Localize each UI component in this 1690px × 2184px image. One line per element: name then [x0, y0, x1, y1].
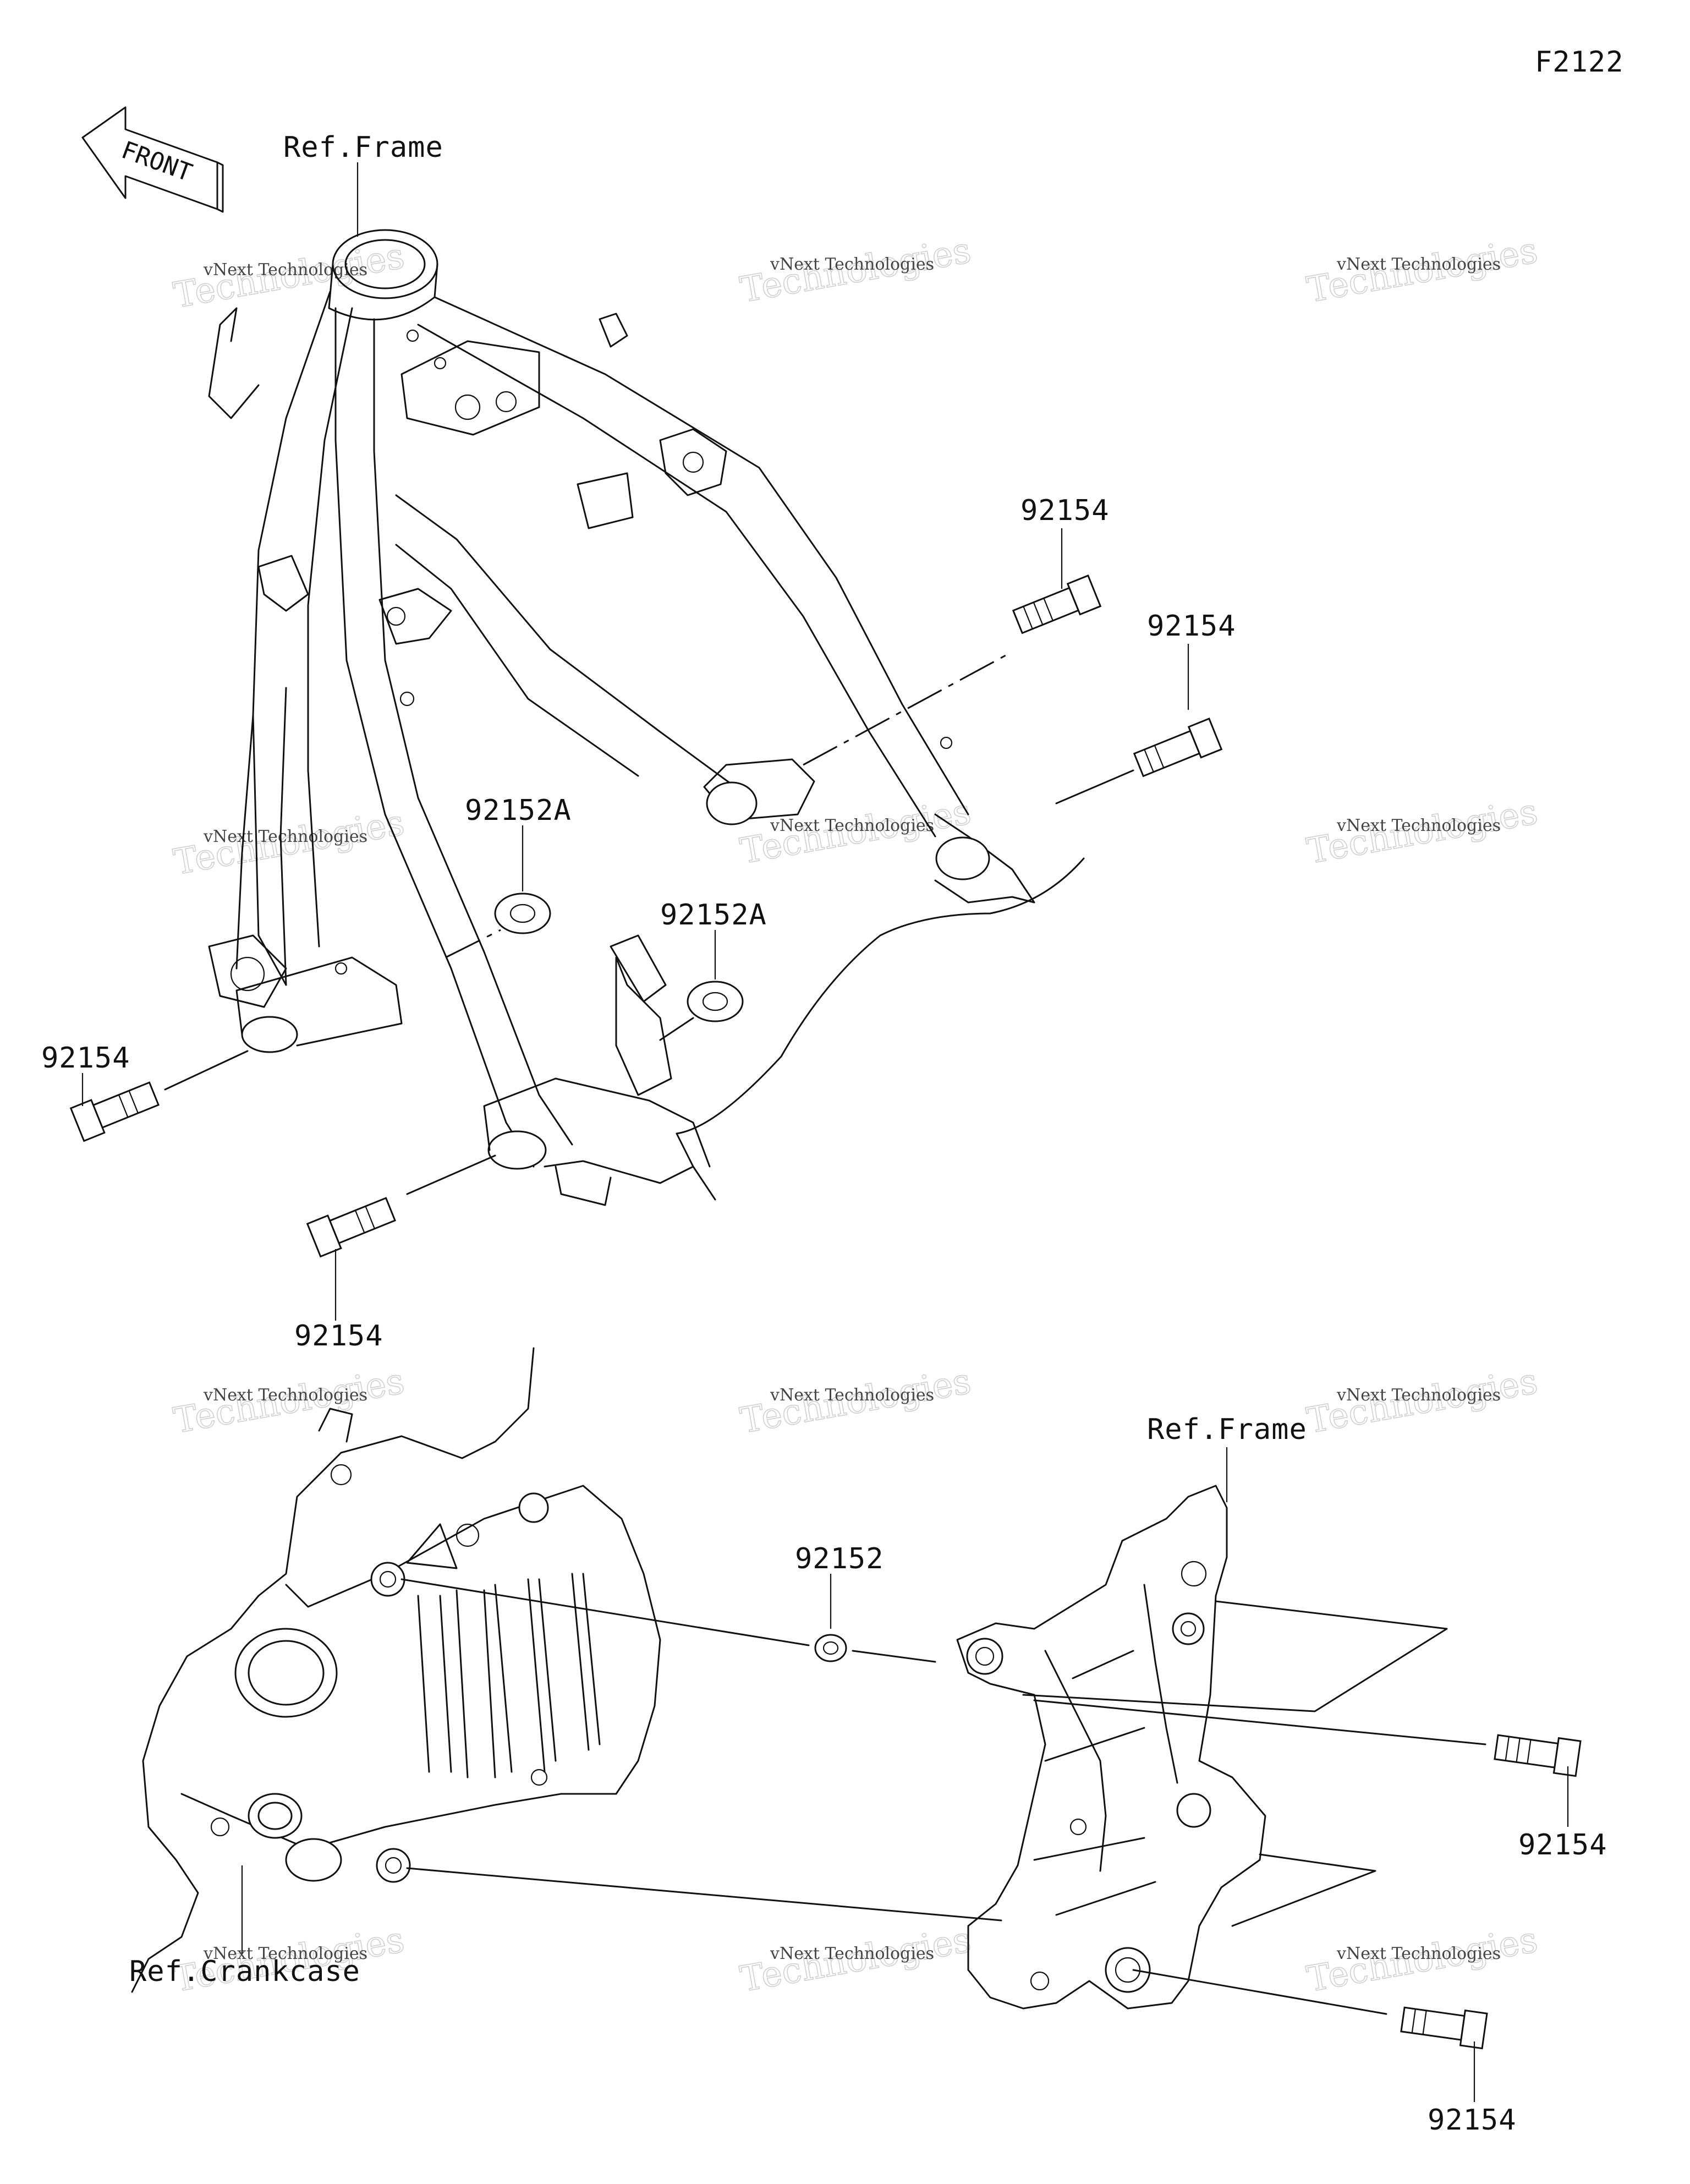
part-number-label: 92154: [1147, 610, 1236, 643]
bolt-icon: [1400, 2006, 1488, 2050]
watermark-small: vNext Technologies: [1336, 1386, 1501, 1405]
frame-drawing: [208, 229, 1085, 1206]
part-number-label: 92152A: [660, 899, 767, 932]
bolt-icon: [1133, 718, 1223, 778]
ref-crankcase-label: Ref.Crankcase: [129, 1955, 360, 1988]
frame-fasteners: [69, 528, 1223, 1321]
watermark-small: vNext Technologies: [203, 827, 367, 846]
watermark-small: vNext Technologies: [203, 260, 367, 280]
front-arrow-label: FRONT: [118, 136, 196, 187]
bolt-icon: [306, 1197, 396, 1258]
watermark-small: vNext Technologies: [770, 1386, 934, 1405]
front-arrow-icon: FRONT: [81, 106, 224, 213]
watermark-small: vNext Technologies: [770, 816, 934, 835]
bolt-icon: [69, 1081, 160, 1142]
watermark-small: vNext Technologies: [770, 1944, 934, 1963]
watermark-small: vNext Technologies: [203, 1386, 367, 1405]
bolt-icon: [1012, 574, 1102, 634]
part-number-label: 92152A: [465, 794, 572, 827]
ref-frame-bottom-label: Ref.Frame: [1147, 1413, 1307, 1446]
watermark-small: vNext Technologies: [1336, 1944, 1501, 1963]
ref-frame-top-label: Ref.Frame: [283, 131, 443, 164]
watermark-small: vNext Technologies: [1336, 255, 1501, 274]
spacer-icon: [494, 893, 551, 934]
part-number-label: 92154: [1428, 2104, 1517, 2137]
part-number-label: 92154: [1020, 494, 1110, 527]
part-number-label: 92154: [41, 1042, 130, 1075]
engine-bracket-drawing: [956, 1485, 1266, 2010]
figure-code: F2122: [1535, 46, 1624, 79]
part-number-label: 92154: [294, 1320, 383, 1353]
part-number-label: 92154: [1518, 1829, 1607, 1862]
watermark-small: vNext Technologies: [1336, 816, 1501, 835]
part-number-label: 92152: [795, 1542, 884, 1575]
crankcase-drawing: [131, 1347, 661, 1993]
spacer-icon: [814, 1634, 847, 1662]
watermark-small: vNext Technologies: [203, 1944, 367, 1963]
watermark-small: vNext Technologies: [770, 255, 934, 274]
bolt-icon: [1494, 1734, 1582, 1777]
spacer-icon: [687, 981, 744, 1022]
